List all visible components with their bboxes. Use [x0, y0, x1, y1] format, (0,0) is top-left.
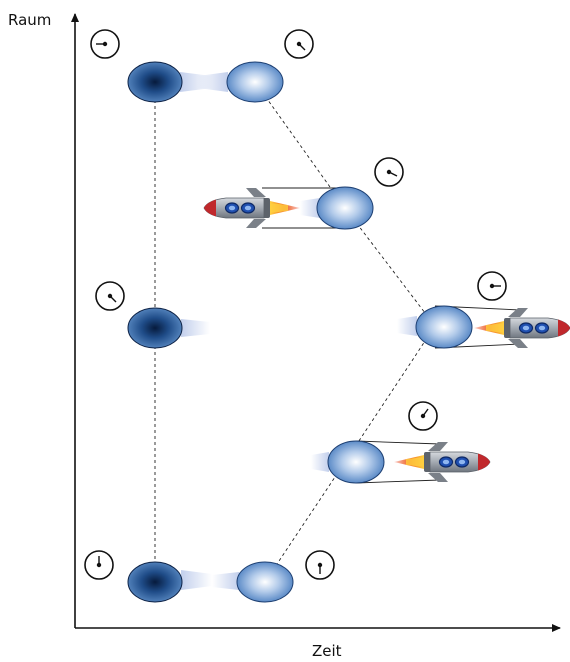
x-axis-label: Zeit: [312, 642, 342, 660]
traveler-worldline: [254, 81, 436, 583]
home-ball: [127, 307, 183, 349]
home-ball: [127, 561, 183, 603]
clock-icon: [90, 29, 120, 59]
clock-icon: [95, 281, 125, 311]
clock-icon: [374, 157, 404, 187]
rocket-icon: [473, 307, 570, 349]
clock-icon: [408, 401, 438, 431]
rocket-icon: [203, 187, 301, 229]
traveler-ball: [236, 561, 294, 603]
rocket-tether: [262, 187, 345, 229]
home-ball: [127, 61, 183, 103]
clock-icon: [305, 550, 335, 580]
y-axis-label: Raum: [8, 11, 51, 29]
rocket-tether: [355, 440, 441, 484]
traveler-ball: [327, 440, 385, 484]
traveler-ball: [226, 61, 284, 103]
clock-icon: [84, 550, 114, 580]
clock-icon: [284, 29, 314, 59]
clock-icon: [477, 271, 507, 301]
rocket-icon: [393, 441, 491, 483]
motion-trails: [180, 72, 417, 590]
traveler-ball: [415, 305, 473, 349]
traveler-ball: [316, 186, 374, 230]
